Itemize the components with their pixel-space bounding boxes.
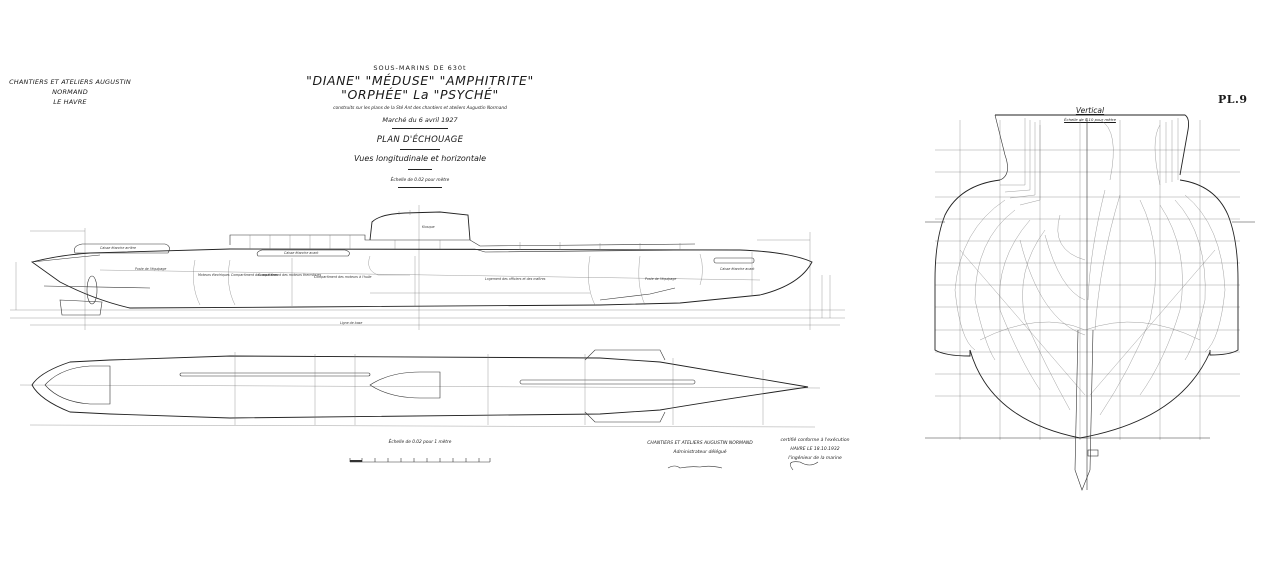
casing-line xyxy=(31,254,101,263)
label-compartment: Moteurs électriques xyxy=(198,273,230,277)
keel xyxy=(1074,329,1094,491)
bow-plane-starboard xyxy=(584,411,666,423)
title-block: SOUS-MARINS DE 630t "DIANE" "MÉDUSE" "AM… xyxy=(300,64,540,192)
label-compartment: Compartiment des moteurs thermiques xyxy=(258,273,322,277)
deck-line xyxy=(230,248,701,253)
dimension-line xyxy=(29,424,816,428)
frame-lines-aft xyxy=(954,199,1086,411)
label-kiosk: Kiosque xyxy=(422,225,435,229)
submarine-names-line1: "DIANE" "MÉDUSE" "AMPHITRITE" xyxy=(306,73,534,88)
label-compartment: Poste de l'équipage xyxy=(645,277,676,281)
hull-section-left xyxy=(934,179,1001,357)
label-aft-tank: Caisse étanche arrière xyxy=(100,246,136,250)
body-plan-view xyxy=(925,114,1255,491)
propeller xyxy=(86,275,98,305)
signature-role: Administrateur délégué xyxy=(673,450,727,455)
conning-sections xyxy=(1000,118,1179,206)
centerline xyxy=(19,384,821,389)
bow-plane xyxy=(599,287,676,301)
plan-view xyxy=(19,349,821,428)
shipyard-name: CHANTIERS ET ATELIERS AUGUSTIN NORMAND xyxy=(9,78,131,96)
hull-section-bottom xyxy=(969,349,1211,439)
fwd-tube xyxy=(519,379,696,385)
plan-scale: Échelle de 0.02 pour mètre xyxy=(390,178,450,183)
conning-tower xyxy=(369,211,471,241)
casing-top xyxy=(995,114,1190,176)
diagonal xyxy=(979,321,1201,341)
label-baseline: Ligne de base xyxy=(340,321,362,325)
scale-bar xyxy=(349,458,491,463)
label-compartment: Poste de l'équipage xyxy=(135,267,166,271)
label-mid-tank: Caisse étanche avant xyxy=(284,251,319,255)
frame-lines-fwd xyxy=(1087,189,1226,416)
divider xyxy=(400,149,440,150)
cert-line3: l'ingénieur de la marine xyxy=(788,456,842,461)
body-plan-grid xyxy=(935,120,1240,440)
rudder xyxy=(59,299,103,316)
interior-deck xyxy=(99,269,761,281)
plate-number: PL.9 xyxy=(1218,93,1248,106)
conning-tower-plan xyxy=(369,371,441,399)
divider xyxy=(398,187,442,188)
plan-stations xyxy=(234,352,764,425)
deck-rail xyxy=(229,234,696,247)
aft-casing xyxy=(44,365,111,405)
diagonal xyxy=(1089,249,1216,396)
mid-external-tank xyxy=(256,249,350,257)
divider xyxy=(408,169,432,170)
scale-bar-fill xyxy=(350,460,362,462)
cert-line2: HAVRE LE 18.10.1932 xyxy=(790,447,840,452)
bow-plane-port xyxy=(584,349,666,361)
scale-bar-ticks xyxy=(349,458,491,462)
label-compartment: Compartiment des auxiliaires xyxy=(231,273,278,277)
keel-weight xyxy=(1087,449,1099,457)
label-compartment: Logement des officiers et des maîtres xyxy=(485,277,546,281)
plan-hull-outline xyxy=(31,355,809,419)
title-subtitle: SOUS-MARINS DE 630t xyxy=(373,64,467,72)
rail-stanchions xyxy=(249,235,681,250)
contract-date: Marché du 6 avril 1927 xyxy=(382,116,458,124)
aft-external-tank xyxy=(74,243,170,254)
hull-outline xyxy=(30,248,813,309)
label-compartment: Compartiment des moteurs à l'huile xyxy=(314,275,372,279)
signature-scribble xyxy=(667,465,723,469)
label-compartment: Caisse étanche avant xyxy=(720,267,755,271)
aft-tube xyxy=(179,372,371,377)
signature-company: CHANTIERS ET ATELIERS AUGUSTIN NORMAND xyxy=(647,441,753,446)
certification-signature xyxy=(789,461,819,471)
fwd-external-tank xyxy=(713,257,755,264)
profile-view: Caisse étanche arrière Caisse étanche av… xyxy=(10,205,845,330)
vertical-view-scale: Échelle de 0.10 pour mètre xyxy=(1064,117,1116,122)
bulkheads xyxy=(193,252,753,306)
cert-line1: certifié conforme à l'exécution xyxy=(780,438,850,443)
casing-side xyxy=(994,114,1008,181)
scale-bar-caption: Échelle de 0.02 pour 1 mètre xyxy=(388,440,452,445)
certification-block: certifié conforme à l'exécution HAVRE LE… xyxy=(770,436,860,463)
shipyard-city: LE HAVRE xyxy=(53,98,87,106)
vertical-view-title: Vertical xyxy=(1075,106,1105,115)
divider xyxy=(392,128,448,129)
shipyard-header: CHANTIERS ET ATELIERS AUGUSTIN NORMAND L… xyxy=(0,77,140,107)
plan-title: PLAN D'ÉCHOUAGE xyxy=(376,135,464,145)
diagonal xyxy=(959,249,1086,396)
submarine-names-line2: "ORPHÉE" La "PSYCHÉ" xyxy=(341,87,499,102)
hull-section-right xyxy=(1179,179,1239,356)
construction-note: construits sur les plans de la Sté Ant d… xyxy=(333,106,507,111)
plan-views: Vues longitudinale et horizontale xyxy=(353,154,487,163)
signature-block: CHANTIERS ET ATELIERS AUGUSTIN NORMAND A… xyxy=(620,439,780,457)
propeller-shaft xyxy=(43,285,151,289)
